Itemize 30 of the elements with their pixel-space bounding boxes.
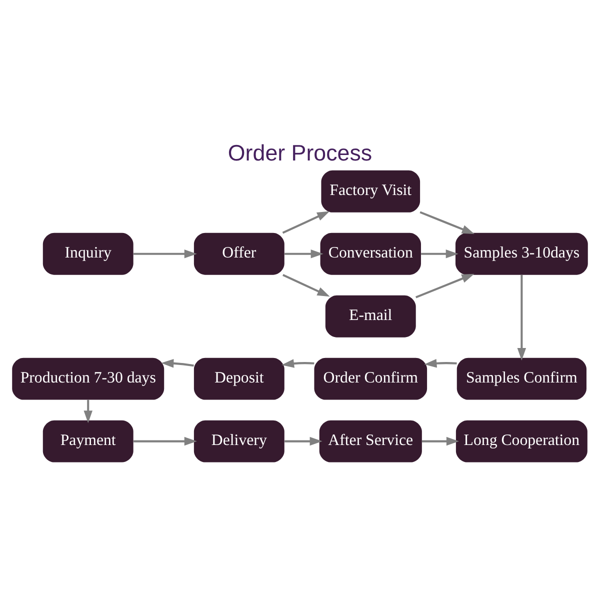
node-box: Inquiry bbox=[42, 232, 134, 274]
diagram-title: Order Process bbox=[228, 140, 372, 165]
node-box: Deposit bbox=[194, 357, 284, 400]
arrow bbox=[134, 249, 197, 258]
arrow bbox=[284, 436, 322, 446]
arrow bbox=[422, 436, 459, 446]
arrow bbox=[84, 399, 92, 423]
arrow bbox=[416, 273, 474, 298]
node-box: E-mail bbox=[325, 294, 416, 337]
arrow bbox=[134, 436, 197, 446]
node-box: Delivery bbox=[194, 420, 284, 462]
arrow bbox=[282, 210, 330, 234]
arrow bbox=[424, 358, 457, 368]
node-box: After Service bbox=[319, 420, 422, 462]
arrow bbox=[161, 358, 194, 368]
node-box: Offer bbox=[194, 232, 284, 274]
node-box: Order Confirm bbox=[314, 357, 428, 400]
arrow bbox=[282, 358, 314, 368]
arrow bbox=[420, 210, 474, 234]
node-box: Factory Visit bbox=[321, 170, 420, 212]
node-box: Samples Confirm bbox=[456, 357, 586, 400]
node-box: Payment bbox=[42, 420, 134, 462]
node-box: Long Cooperation bbox=[456, 420, 588, 462]
node-box: Production 7-30 days bbox=[12, 357, 164, 400]
arrow bbox=[421, 249, 458, 258]
node-box: Samples 3-10days bbox=[455, 232, 588, 274]
node-box: Conversation bbox=[320, 232, 421, 274]
arrow bbox=[517, 274, 526, 360]
arrow bbox=[284, 249, 324, 258]
arrow bbox=[282, 274, 330, 296]
